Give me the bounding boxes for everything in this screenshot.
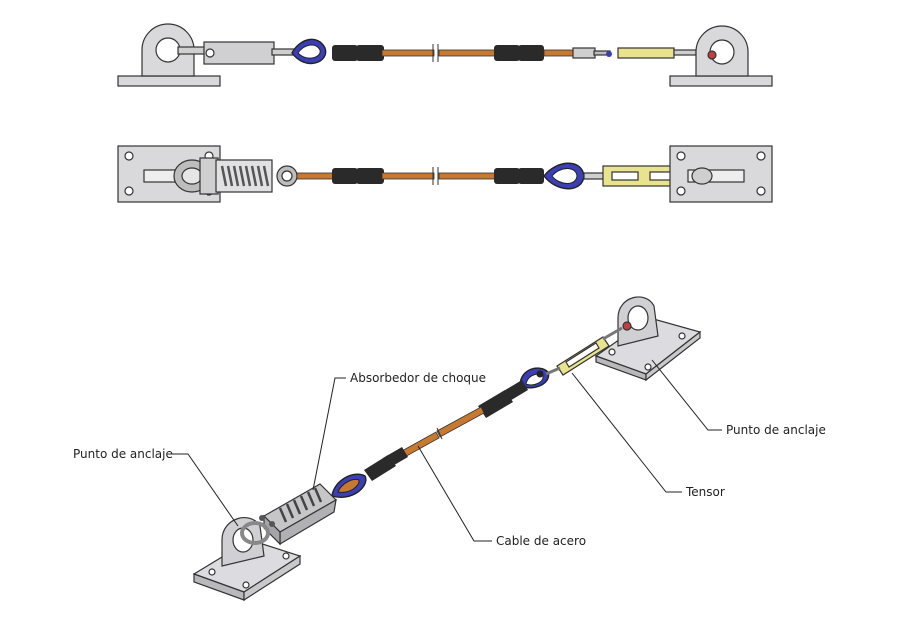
label-tensor: Tensor [685, 485, 725, 499]
cable-plan-b [438, 172, 496, 180]
cable-iso-upper [436, 406, 485, 438]
tensor-side [617, 47, 675, 59]
anchor-right-side [669, 25, 773, 87]
absorber-housing-plan [215, 159, 273, 193]
isometric-view: Absorbedor de choque Punto de anclaje Pu… [73, 296, 826, 602]
anchor-right-iso [594, 296, 702, 382]
leader-steel-cable [417, 445, 492, 542]
plan-view [117, 145, 773, 203]
label-steel-cable: Cable de acero [496, 534, 586, 548]
side-view [117, 23, 773, 87]
label-shock-absorber: Absorbedor de choque [350, 371, 486, 385]
cable-side-a [381, 49, 435, 57]
anchor-left-iso [192, 517, 302, 602]
leader-shock-absorber [312, 377, 346, 491]
label-anchor-left: Punto de anclaje [73, 447, 173, 461]
cable-side-b [438, 49, 496, 57]
leader-anchor-left [170, 453, 239, 527]
cable-plan-a [381, 172, 435, 180]
leader-tensor [571, 372, 682, 493]
spring-plan [220, 165, 270, 187]
label-anchor-right: Punto de anclaje [726, 423, 826, 437]
sleeve-1 [332, 45, 358, 61]
anchor-left-side [117, 23, 221, 87]
absorber-iso [259, 483, 337, 546]
tensor-iso [556, 326, 623, 376]
anchor-right-plan [669, 145, 773, 203]
leader-anchor-right [651, 359, 722, 431]
